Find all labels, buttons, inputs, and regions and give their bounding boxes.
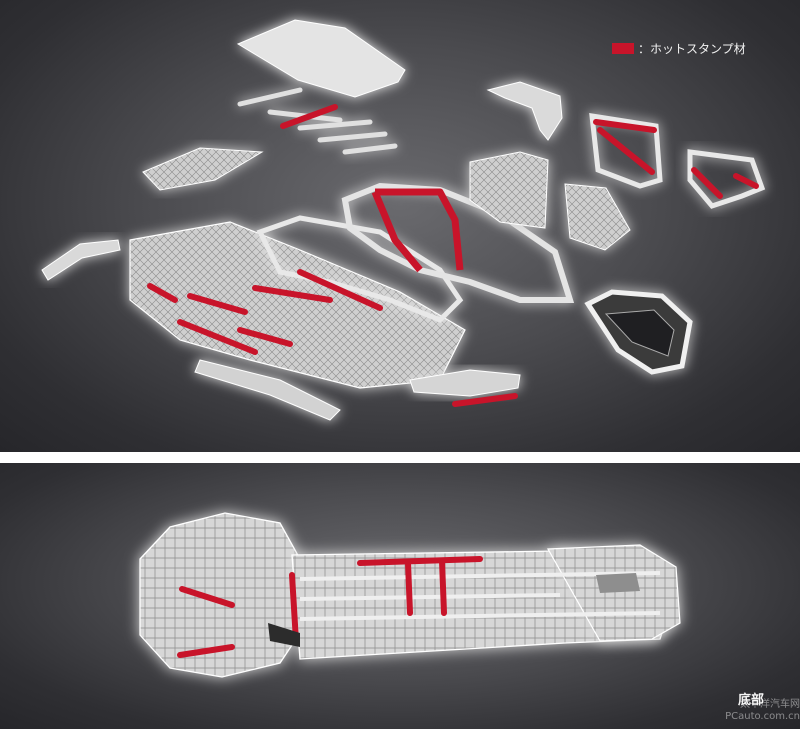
legend-label: ：ホットスタンプ材 <box>638 42 746 56</box>
watermark-line-1: 太平洋汽车网 <box>740 699 800 710</box>
floor-cavity <box>268 623 300 647</box>
roof-panel <box>236 19 406 98</box>
floor-hot-stamp-members <box>147 269 383 355</box>
longitudinal-rails <box>299 571 661 621</box>
underbody-view-panel: 底部 太平洋汽车网 PCauto.com.cn <box>0 463 800 729</box>
cowl-panel <box>142 147 264 191</box>
underbody-illustration <box>139 512 681 678</box>
underbody-floor <box>129 221 466 389</box>
rear-door-inner <box>564 183 631 251</box>
exploded-body-illustration <box>41 19 766 421</box>
site-watermark: 太平洋汽车网 PCauto.com.cn <box>700 699 800 723</box>
exploded-body-view-panel: ：ホットスタンプ材 <box>0 0 800 452</box>
underbody-hot-stamp-members <box>177 556 483 658</box>
front-underbody <box>139 512 301 678</box>
front-door-beam-frame <box>589 113 663 189</box>
rear-member-hot-stamp <box>452 393 518 407</box>
hot-stamp-swatch <box>612 43 634 54</box>
underbody-caption: 底部 <box>738 693 765 708</box>
rear-door-beam-frame <box>687 149 766 209</box>
rear-door-beam-hot-stamp <box>691 167 759 199</box>
side-sill <box>194 359 341 421</box>
rear-underbody <box>546 544 681 642</box>
front-fender <box>486 81 563 141</box>
a-b-pillar-hot-stamp <box>371 188 464 273</box>
roof-bow-hot-stamp <box>280 104 338 129</box>
hot-stamp-legend: ：ホットスタンプ材 <box>612 40 746 57</box>
rear-bumper-beam <box>409 369 521 397</box>
front-bumper-beam <box>41 239 121 281</box>
rear-cavity <box>596 573 640 593</box>
rear-hatch-opening <box>604 309 675 357</box>
watermark-line-2: PCauto.com.cn <box>725 711 800 722</box>
roof-rails <box>237 87 398 155</box>
front-door-beam-hot-stamp <box>593 119 657 175</box>
front-door-inner <box>469 151 549 229</box>
